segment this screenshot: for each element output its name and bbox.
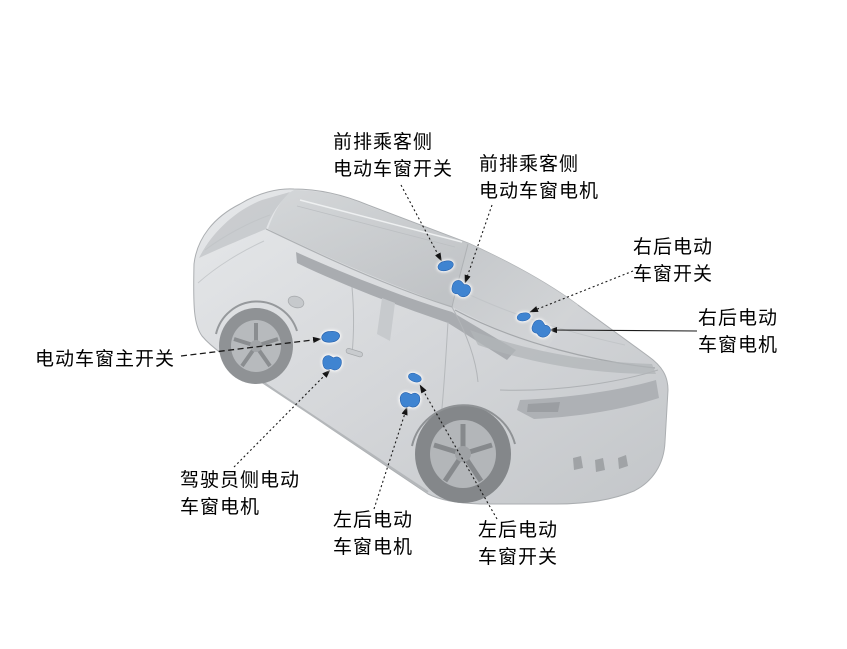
front-wheel [215,300,298,384]
leader-front-passenger-switch [400,184,442,262]
left-rear-switch-marker-icon [408,372,422,383]
callout-left-rear-window-motor: 左后电动 车窗电机 [333,510,414,558]
front-passenger-motor-marker-icon [451,280,471,298]
driver-motor-marker-icon [322,355,342,371]
side-windows [296,252,516,360]
right-rear-motor-marker-icon [531,319,551,338]
car-body-lines [197,199,659,493]
side-mirror [287,295,305,309]
leader-master-switch [180,336,322,357]
rear-diffuser [573,455,628,472]
master-switch-marker-icon [321,330,340,343]
component-markers [321,260,551,408]
callout-front-passenger-window-motor: 前排乘客侧 电动车窗电机 [479,154,600,202]
callout-power-window-master-switch: 电动车窗主开关 [35,349,176,370]
left-rear-motor-marker-icon [399,392,421,408]
leader-lines [180,184,698,520]
rear-wheel [411,404,516,503]
right-rear-switch-marker-icon [516,312,531,322]
rear-windshield [452,243,578,352]
callout-left-rear-window-switch: 左后电动 车窗开关 [478,520,559,568]
callout-front-passenger-window-switch: 前排乘客侧 电动车窗开关 [333,132,454,180]
front-passenger-switch-marker-icon [437,260,454,272]
trunk-spoiler-shadow [470,330,656,374]
leader-right-rear-switch [529,270,634,313]
car-roof-panel [268,190,468,307]
b-pillar [377,298,395,341]
front-windshield-edge [199,192,290,258]
callout-driver-side-window-motor: 驾驶员侧电动 车窗电机 [180,470,301,518]
leader-left-rear-motor [373,406,408,510]
car-illustration [193,188,669,505]
taillight-detail [527,402,560,412]
callout-right-rear-window-motor: 右后电动 车窗电机 [698,308,779,356]
leader-right-rear-motor [548,326,698,334]
callout-right-rear-window-switch: 右后电动 车窗开关 [633,237,714,285]
